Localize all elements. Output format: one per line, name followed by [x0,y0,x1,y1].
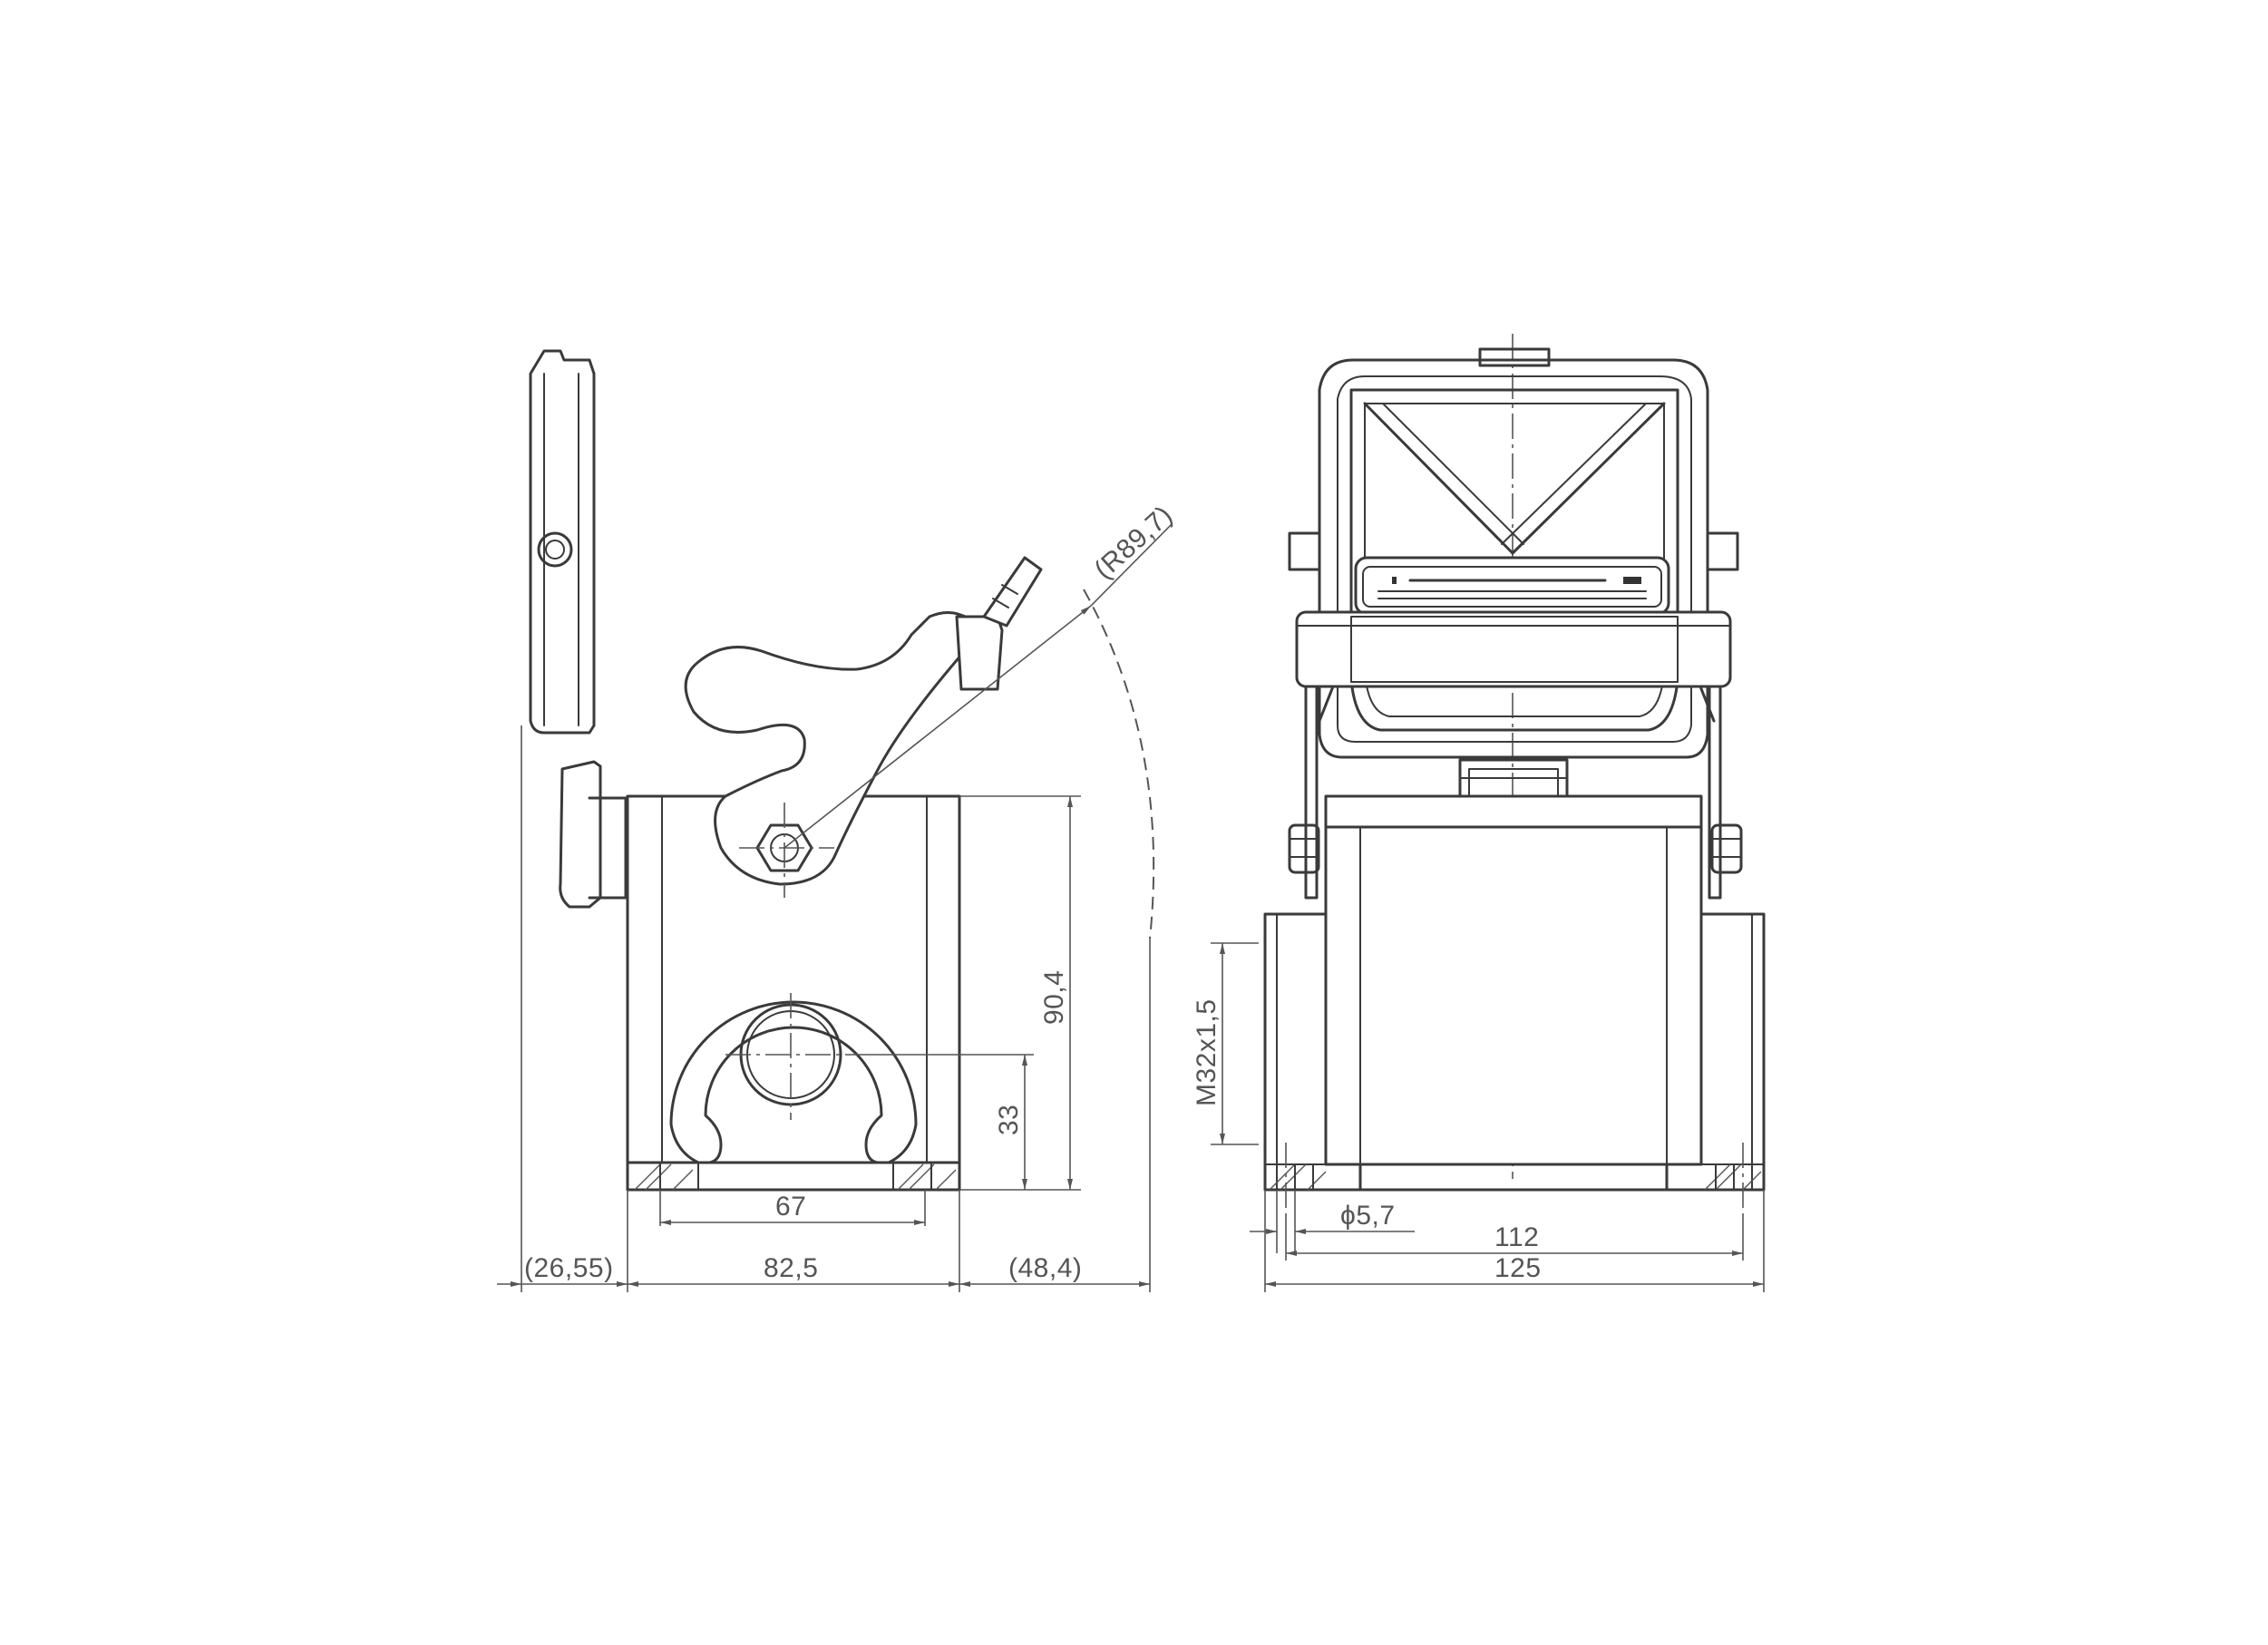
label-plate [1354,556,1670,616]
mount-spacing-label: 112 [1494,1222,1539,1252]
cover-lug-left [1288,531,1321,571]
cover-frame [1318,358,1709,759]
width-total-label: 125 [1494,1253,1542,1283]
height-entry-label: 33 [994,1105,1024,1135]
front-view: M32x1,5 ϕ5,7 112 125 [1192,334,1766,1292]
hole-diameter-label: ϕ5,7 [1340,1201,1396,1231]
lever-band [1295,610,1732,688]
base-hatch-right [897,1163,957,1191]
body-width-label: 82,5 [764,1253,818,1283]
lever-swing-arc [1083,589,1155,939]
locking-lever [684,556,1043,886]
side-view: (R89,7) 90,4 33 67 (26,55) 82,5 (48,4) [497,349,1179,1292]
radius-leader-ext [1090,523,1173,607]
cover-lug-right [1706,531,1739,571]
thread-label: M32x1,5 [1192,998,1222,1106]
height-total-label: 90,4 [1039,970,1069,1025]
front-body [1324,794,1703,1166]
radius-leader [784,605,1092,849]
cover-lid [529,349,628,909]
base-hatch-left [634,1163,694,1191]
lever-arms [1288,685,1743,900]
lever-offset-label: (48,4) [1008,1253,1082,1283]
top-knob [1478,347,1551,367]
lid-offset-label: (26,55) [524,1253,614,1283]
radius-label: (R89,7) [1089,500,1179,585]
centre-neck [1458,758,1569,798]
entry-spacing-label: 67 [775,1192,806,1222]
